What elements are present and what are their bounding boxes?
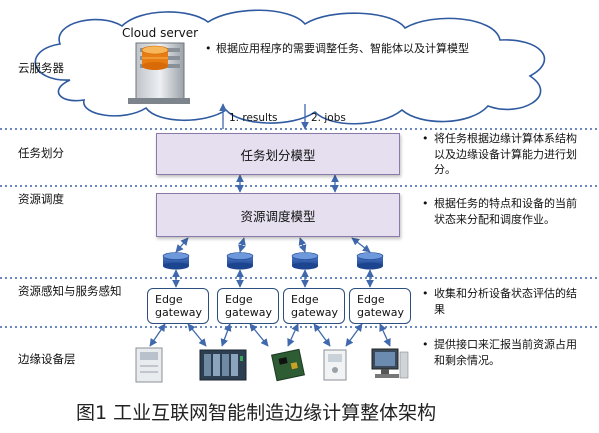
task-division-model-label: 任务划分模型: [240, 145, 315, 164]
industrial-device-icon: [136, 348, 162, 382]
resource-scheduling-model: 资源调度模型: [156, 193, 400, 237]
layer-label-cloud: 云服务器: [18, 63, 64, 75]
layer-label-sense: 资源感知与服务感知: [18, 286, 122, 298]
database-icon: [163, 253, 189, 270]
task-note: 将任务根据边缘计算体系结构以及边缘设备计算能力进行划分。: [434, 131, 584, 178]
layer-label-edge: 边缘设备层: [18, 354, 76, 366]
layer-label-task: 任务划分: [18, 148, 64, 160]
computer-icon: [372, 349, 408, 378]
resource-scheduling-model-label: 资源调度模型: [240, 206, 315, 225]
database-icon: [292, 253, 318, 270]
resource-note: 根据任务的特点和设备的当前状态来分配和调度作业。: [434, 196, 584, 227]
plc-rack-icon: [200, 350, 246, 380]
cloud-server-label: Cloud server: [122, 27, 198, 39]
cloud-shape: [35, 10, 544, 124]
edge-gateway: Edge gateway: [283, 288, 345, 324]
figure-caption: 图1 工业互联网智能制造边缘计算整体架构: [76, 404, 436, 423]
circuit-board-icon: [272, 349, 305, 380]
resource-note-bullet: •: [422, 198, 429, 209]
edge-gateway: Edge gateway: [349, 288, 411, 324]
edge-gateway: Edge gateway: [147, 288, 209, 324]
cloud-note: 根据应用程序的需要调整任务、智能体以及计算模型: [216, 43, 469, 54]
sense-note: 收集和分析设备状态评估的结果: [434, 286, 584, 317]
results-label: 1. results: [229, 113, 278, 124]
layer-label-resource: 资源调度: [18, 194, 64, 206]
edge-note: 提供接口来汇报当前资源占用和剩余情况。: [434, 337, 584, 368]
cloud-note-bullet: •: [205, 43, 212, 54]
server-icon: [128, 43, 190, 104]
sensor-box-icon: [324, 350, 346, 380]
jobs-label: 2. jobs: [311, 113, 346, 124]
task-note-bullet: •: [422, 133, 429, 144]
edge-gateway: Edge gateway: [217, 288, 279, 324]
database-icon: [227, 253, 253, 270]
edge-note-bullet: •: [422, 339, 429, 350]
sense-note-bullet: •: [422, 288, 429, 299]
database-icon: [357, 253, 383, 270]
task-division-model: 任务划分模型: [156, 133, 400, 175]
